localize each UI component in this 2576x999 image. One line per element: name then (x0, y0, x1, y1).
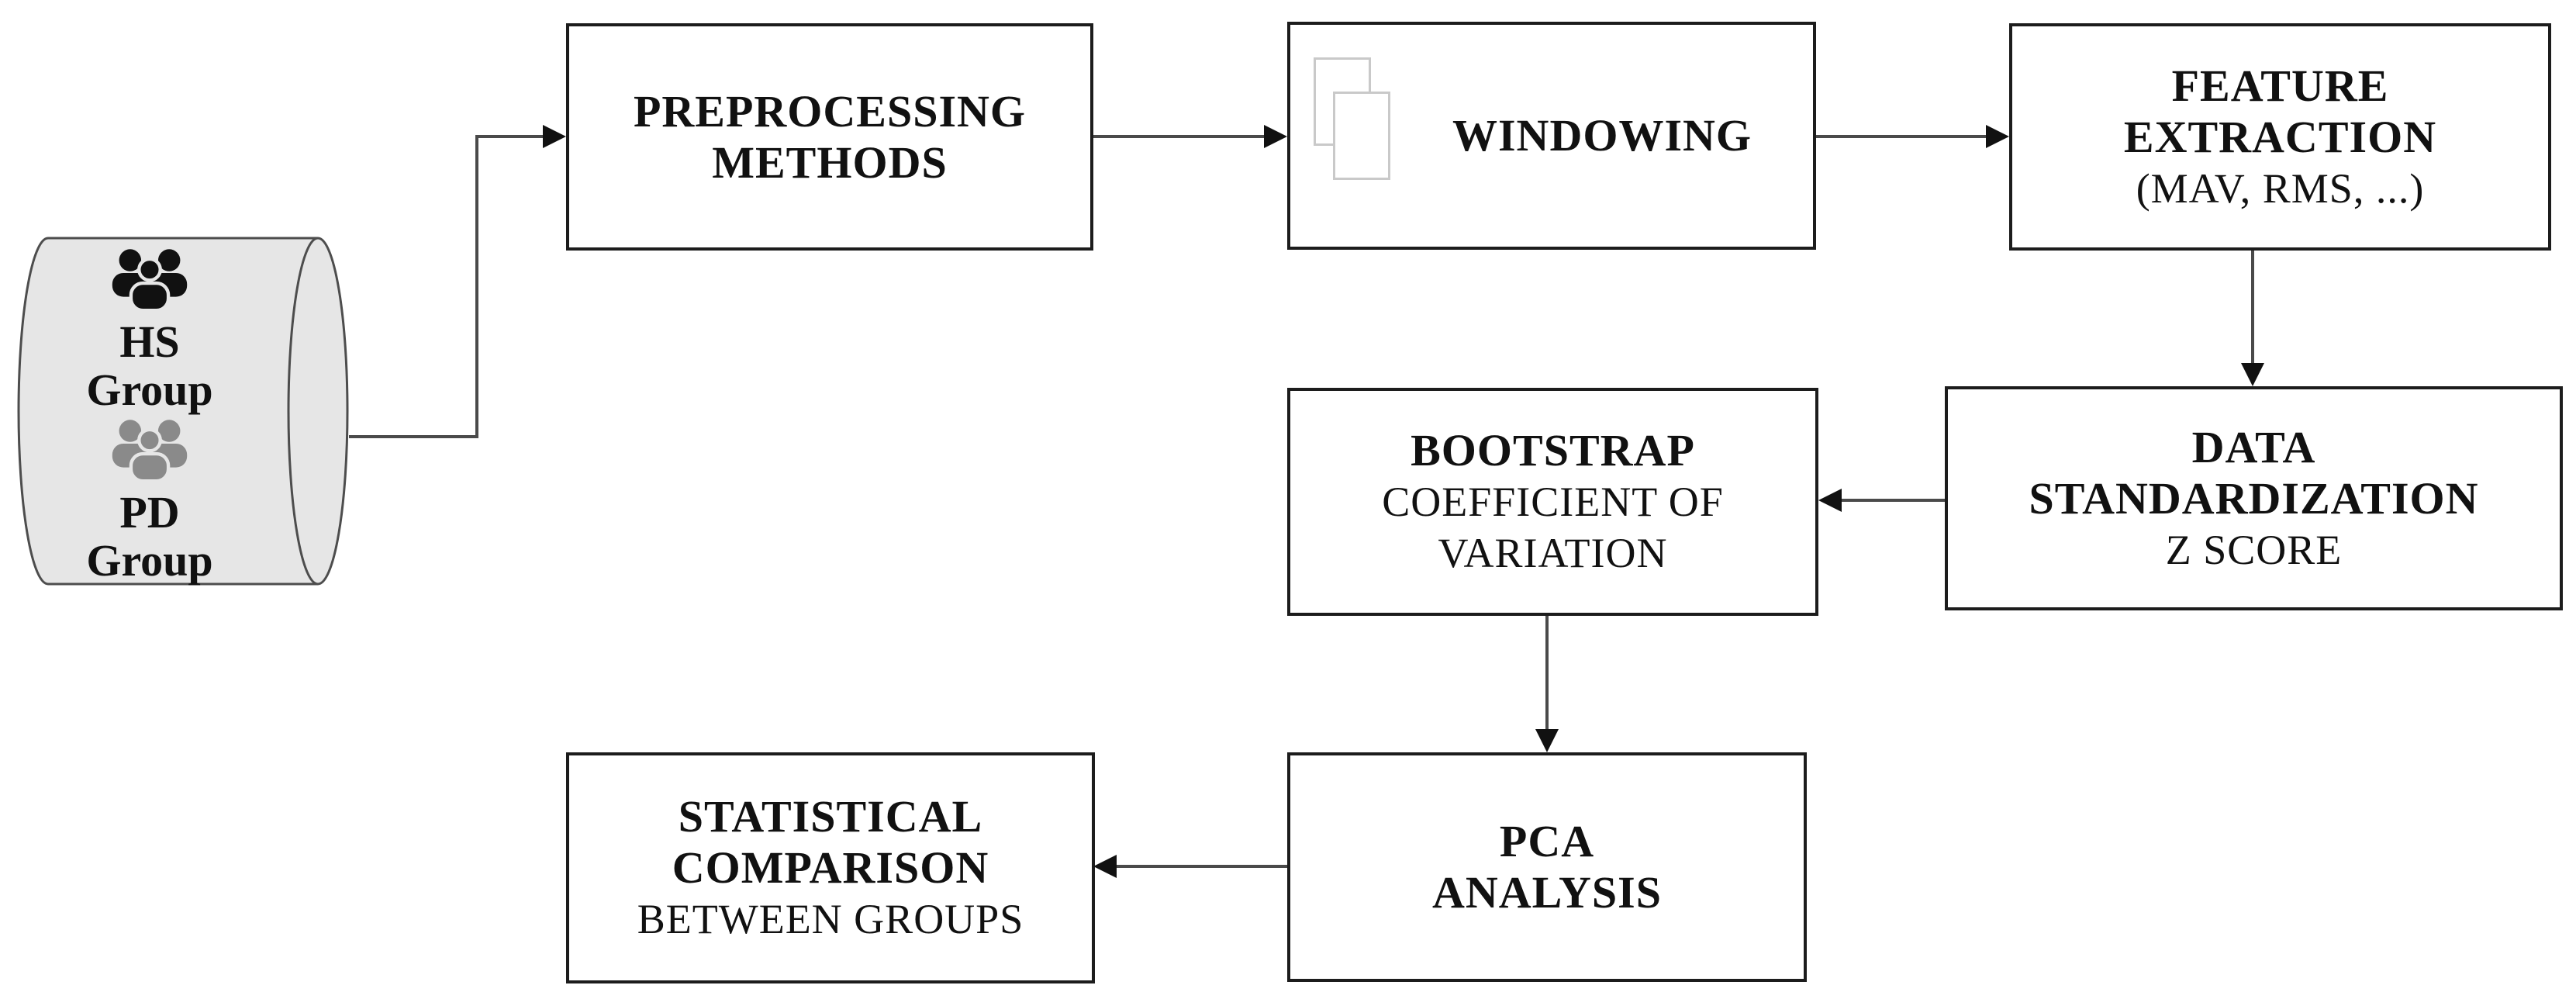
arrow-feature-extraction-to-data-standardization (2251, 251, 2254, 366)
data-standardization-title-line2: STANDARDIZATION (2029, 472, 2479, 524)
box-preprocessing-methods: PREPROCESSING METHODS (566, 23, 1093, 251)
box-data-standardization: DATA STANDARDIZATION Z SCORE (1945, 386, 2563, 610)
bootstrap-title: BOOTSTRAP (1411, 425, 1695, 475)
bootstrap-subtitle-line2: VARIATION (1438, 530, 1668, 576)
hs-group-label-line2: Group (86, 365, 213, 415)
arrow-source-to-preprocessing-seg1 (349, 435, 478, 438)
arrow-preprocessing-to-windowing (1093, 135, 1267, 138)
box-statistical-comparison: STATISTICAL COMPARISON BETWEEN GROUPS (566, 752, 1095, 983)
pca-title-line1: PCA (1499, 816, 1595, 866)
statistical-comparison-subtitle: BETWEEN GROUPS (637, 896, 1024, 942)
bootstrap-subtitle-line1: COEFFICIENT OF (1382, 479, 1724, 525)
pd-group-label-line1: PD (119, 487, 180, 538)
people-group-icon (112, 420, 188, 483)
data-standardization-title-line1: DATA (2191, 421, 2316, 472)
statistical-comparison-title-line1: STATISTICAL (678, 791, 983, 842)
feature-extraction-subtitle: (MAV, RMS, ...) (2136, 164, 2425, 212)
box-bootstrap: BOOTSTRAP COEFFICIENT OF VARIATION (1287, 388, 1818, 616)
cylinder-shape (17, 237, 349, 586)
data-standardization-subtitle: Z SCORE (2165, 526, 2343, 573)
arrow-data-standardization-to-bootstrap (1842, 499, 1945, 502)
arrowhead-right-icon (1264, 125, 1287, 148)
arrowhead-right-icon (543, 125, 566, 148)
arrow-windowing-to-feature-extraction (1816, 135, 1987, 138)
windowing-title: WINDOWING (1452, 110, 1752, 161)
overlapping-windows-icon (1333, 92, 1390, 180)
arrow-source-to-preprocessing-seg3 (475, 135, 544, 138)
arrowhead-down-icon (1535, 729, 1559, 752)
feature-extraction-title-line2: EXTRACTION (2123, 111, 2437, 162)
hs-group-label-line1: HS (119, 316, 180, 367)
arrow-bootstrap-to-pca (1545, 616, 1549, 731)
arrowhead-left-icon (1093, 855, 1117, 878)
people-group-icon (112, 249, 188, 313)
arrowhead-down-icon (2241, 363, 2264, 386)
pd-group-label-line2: Group (86, 535, 213, 586)
source-database-cylinder (4, 233, 361, 591)
source-groups: HS Group PD Group (4, 233, 295, 586)
preprocessing-title-line2: METHODS (712, 137, 948, 188)
feature-extraction-title-line1: FEATURE (2171, 60, 2389, 111)
pca-title-line2: ANALYSIS (1432, 867, 1662, 918)
box-windowing: WINDOWING (1287, 22, 1816, 250)
arrow-pca-to-statistical-comparison (1117, 865, 1287, 868)
preprocessing-title-line1: PREPROCESSING (633, 85, 1027, 137)
arrow-source-to-preprocessing-seg2 (475, 135, 478, 438)
box-feature-extraction: FEATURE EXTRACTION (MAV, RMS, ...) (2009, 23, 2551, 251)
arrowhead-left-icon (1818, 489, 1842, 512)
box-pca-analysis: PCA ANALYSIS (1287, 752, 1807, 982)
arrowhead-right-icon (1986, 125, 2009, 148)
statistical-comparison-title-line2: COMPARISON (672, 842, 989, 893)
